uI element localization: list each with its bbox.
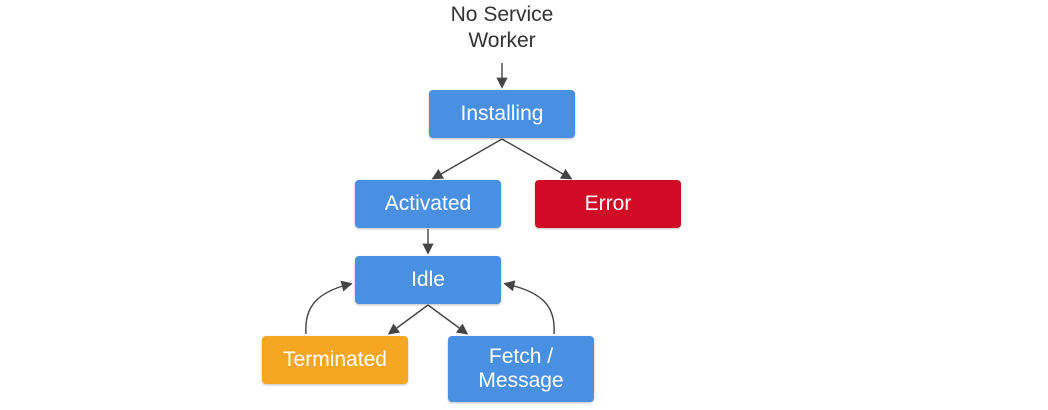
edge-installing-activated: [431, 138, 503, 180]
state-fetch-message: Fetch / Message: [448, 336, 594, 402]
edge-installing-error: [501, 138, 573, 180]
start-label: No Service Worker: [450, 3, 554, 52]
edge-fetch-idle: [503, 280, 555, 335]
state-terminated: Terminated: [262, 336, 408, 384]
edge-terminated-idle: [305, 280, 353, 335]
state-activated: Activated: [355, 180, 501, 228]
state-idle: Idle: [355, 256, 501, 304]
state-installing: Installing: [429, 90, 575, 138]
edge-idle-terminated: [387, 304, 429, 335]
edge-idle-fetch: [427, 304, 469, 335]
state-error: Error: [535, 180, 681, 228]
